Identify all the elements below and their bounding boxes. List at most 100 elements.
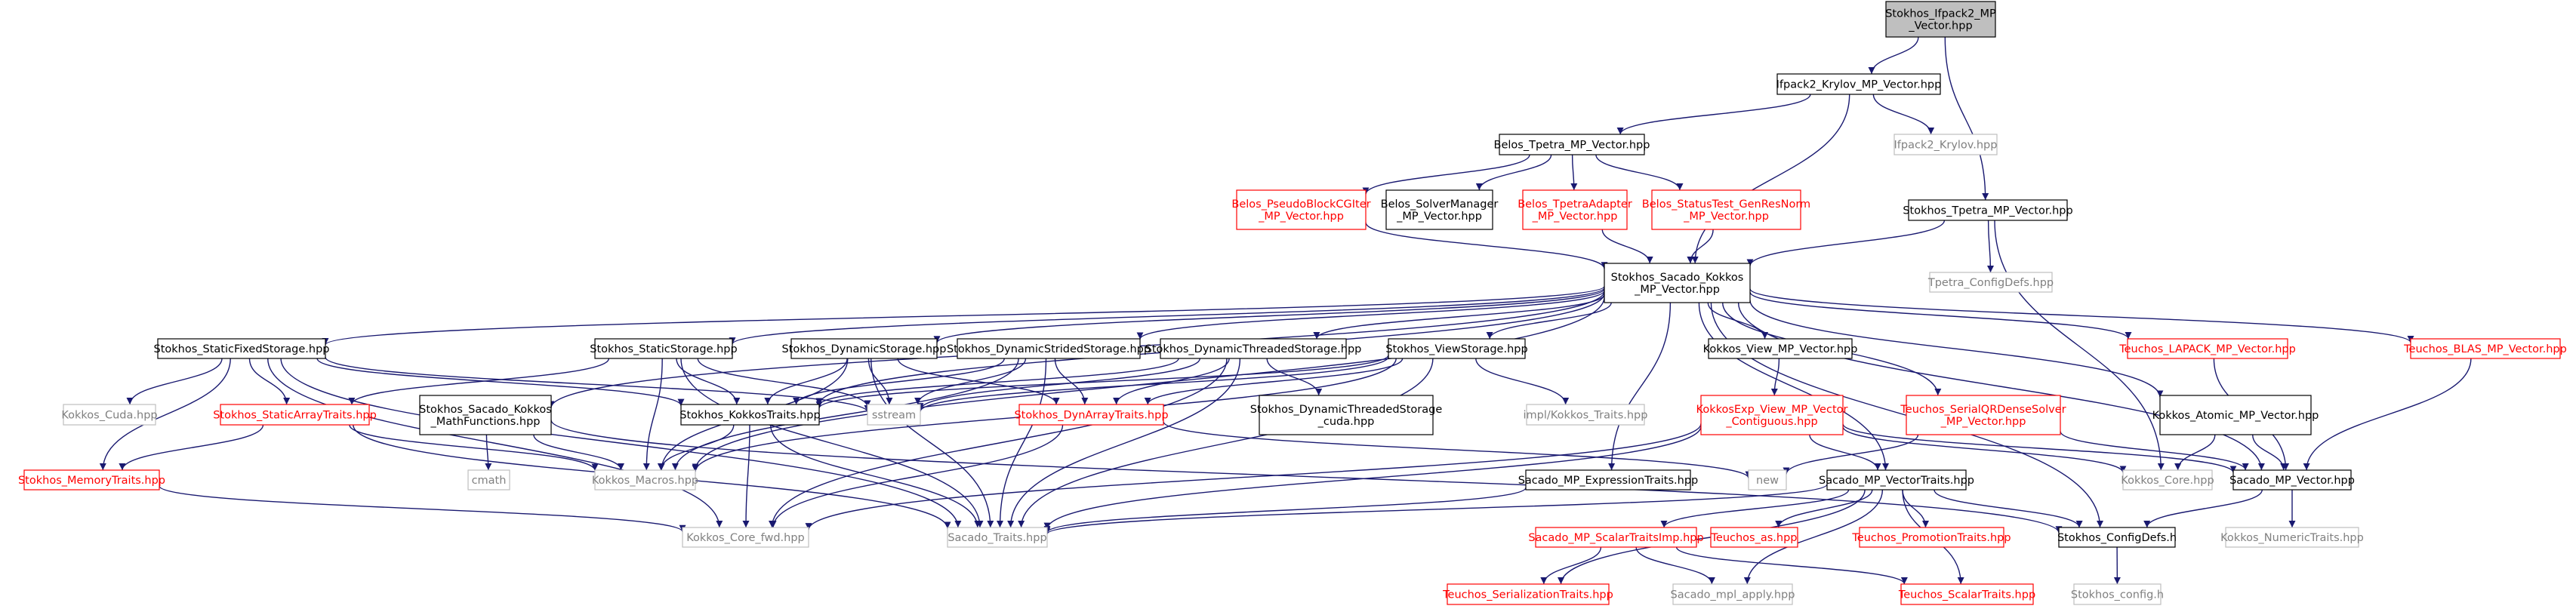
edge-dynamic_threaded-to-kokkos_traits	[815, 358, 1179, 406]
node-teuchos_scalartraits[interactable]: Teuchos_ScalarTraits.hpp	[1898, 583, 2035, 605]
node-box	[1160, 338, 1347, 359]
edge-belos_tpetraadapter-to-sacado_kokkos_mp	[1601, 229, 1653, 264]
node-tpetra_configdefs: Tpetra_ConfigDefs.hpp	[1927, 272, 2054, 293]
node-teuchos_serialization[interactable]: Teuchos_SerializationTraits.hpp	[1442, 583, 1613, 605]
edge-sacado_mp_vector_traits-to-stokhos_configdefs	[1934, 489, 2083, 528]
node-label-line: Kokkos_NumericTraits.hpp	[2220, 532, 2364, 544]
node-label-line: Stokhos_DynamicStridedStorage.hpp	[947, 343, 1151, 355]
edge-stokhos_tpetra_mp-to-tpetra_configdefs	[1986, 220, 1994, 273]
node-kokkos_numeric: Kokkos_NumericTraits.hpp	[2220, 527, 2364, 548]
node-static_array_traits[interactable]: Stokhos_StaticArrayTraits.hpp	[213, 404, 377, 426]
node-stokhos_tpetra_mp[interactable]: Stokhos_Tpetra_MP_Vector.hpp	[1903, 199, 2073, 221]
edge-sacado_kokkos_mp-to-sacado_mp_vector_traits	[1698, 302, 1889, 471]
edge-stokhos_tpetra_mp-to-kokkos_core	[1994, 220, 2165, 471]
edge-dynamic_threaded-to-sacado_traits	[1007, 358, 1241, 528]
node-label-line: Sacado_MP_Vector.hpp	[2229, 475, 2355, 487]
node-teuchos_as[interactable]: Teuchos_as.hpp	[1710, 527, 1798, 548]
node-teuchos_promotion[interactable]: Teuchos_PromotionTraits.hpp	[1851, 527, 2011, 548]
node-sacado_mp_vector[interactable]: Sacado_MP_Vector.hpp	[2229, 469, 2355, 491]
node-kokkos_traits[interactable]: Stokhos_KokkosTraits.hpp	[679, 404, 821, 426]
node-box	[1859, 527, 2004, 548]
node-label-line: Stokhos_config.h	[2071, 589, 2164, 601]
node-ifpack2_krylov_mp[interactable]: Ifpack2_Krylov_MP_Vector.hpp	[1776, 73, 1942, 95]
node-box	[2410, 338, 2561, 359]
node-label-line: Stokhos_DynamicThreadedStorage.hpp	[1145, 343, 1362, 355]
node-box	[594, 469, 696, 491]
node-static_fixed[interactable]: Stokhos_StaticFixedStorage.hpp	[154, 338, 330, 359]
node-label-line: Stokhos_StaticStorage.hpp	[590, 343, 737, 355]
node-box	[1651, 189, 1801, 230]
node-box	[2232, 469, 2352, 491]
edge-belos_statustest-to-sacado_kokkos_mp	[1687, 229, 1714, 264]
node-label-line: Kokkos_Core.hpp	[2121, 475, 2214, 487]
node-dynamic_threaded[interactable]: Stokhos_DynamicThreadedStorage.hpp	[1145, 338, 1362, 359]
node-box	[157, 338, 326, 359]
edge-dyn_array_traits-to-kokkos_core_fwd	[769, 424, 1064, 528]
node-view_storage[interactable]: Stokhos_ViewStorage.hpp	[1385, 338, 1528, 359]
node-sacado_kokkos_math[interactable]: Stokhos_Sacado_Kokkos_MathFunctions.hpp	[419, 395, 552, 435]
node-box	[1236, 189, 1367, 230]
node-box	[1018, 404, 1164, 426]
node-box	[1908, 199, 2068, 221]
node-belos_tpetra_mp[interactable]: Belos_Tpetra_MP_Vector.hpp	[1494, 134, 1650, 155]
node-dynamic_strided[interactable]: Stokhos_DynamicStridedStorage.hpp	[947, 338, 1151, 359]
node-label-line: _MP_Vector.hpp	[1532, 211, 1618, 223]
node-kokkos_atomic_mp[interactable]: Kokkos_Atomic_MP_Vector.hpp	[2152, 395, 2319, 435]
edge-root-to-stokhos_tpetra_mp	[1944, 36, 1989, 201]
node-box	[1672, 583, 1793, 605]
node-box	[867, 404, 921, 426]
node-teuchos_serialqr[interactable]: Teuchos_SerialQRDenseSolver_MP_Vector.hp…	[1900, 395, 2066, 435]
node-dyn_threaded_cuda[interactable]: Stokhos_DynamicThreadedStorage_cuda.hpp	[1250, 395, 1443, 435]
edge-view_storage-to-sacado_traits	[1018, 358, 1434, 528]
node-box	[2073, 583, 2162, 605]
node-belos_tpetraadapter[interactable]: Belos_TpetraAdapter_MP_Vector.hpp	[1518, 189, 1632, 230]
edge-sacado_kokkos_math-to-stokhos_configdefs	[550, 420, 2063, 534]
node-dyn_array_traits[interactable]: Stokhos_DynArrayTraits.hpp	[1014, 404, 1169, 426]
node-teuchos_blas_mp[interactable]: Teuchos_BLAS_MP_Vector.hpp	[2403, 338, 2567, 359]
node-box	[23, 469, 160, 491]
node-memory_traits[interactable]: Stokhos_MemoryTraits.hpp	[18, 469, 165, 491]
node-belos_statustest[interactable]: Belos_StatusTest_GenResNorm_MP_Vector.hp…	[1642, 189, 1810, 230]
node-belos_solvermanager[interactable]: Belos_SolverManager_MP_Vector.hpp	[1381, 189, 1499, 230]
node-sstream: sstream	[867, 404, 921, 426]
node-stokhos_configdefs[interactable]: Stokhos_ConfigDefs.h	[2057, 527, 2177, 548]
node-label-line: impl/Kokkos_Traits.hpp	[1524, 410, 1648, 422]
edge-belos_tpetra_mp-to-belos_tpetraadapter	[1570, 154, 1578, 191]
nodes-layer: Stokhos_Ifpack2_MP_Vector.hppIfpack2_Kry…	[18, 1, 2567, 605]
edge-dynamic_strided-to-sstream	[914, 358, 1027, 405]
node-teuchos_lapack_mp[interactable]: Teuchos_LAPACK_MP_Vector.hpp	[2118, 338, 2296, 359]
node-kokkos_view_mp[interactable]: Kokkos_View_MP_Vector.hpp	[1703, 338, 1858, 359]
node-label-line: Teuchos_SerializationTraits.hpp	[1442, 589, 1613, 601]
node-label-line: Stokhos_Tpetra_MP_Vector.hpp	[1903, 205, 2072, 217]
node-sacado_kokkos_mp[interactable]: Stokhos_Sacado_Kokkos_MP_Vector.hpp	[1604, 263, 1751, 303]
edge-static_storage-to-kokkos_traits	[676, 358, 741, 405]
node-label-line: _Vector.hpp	[1908, 20, 1972, 32]
node-root: Stokhos_Ifpack2_MP_Vector.hpp	[1885, 1, 1996, 38]
node-label-line: Sacado_MP_ExpressionTraits.hpp	[1518, 475, 1699, 487]
node-impl_kokkos_traits: impl/Kokkos_Traits.hpp	[1524, 404, 1648, 426]
edge-sacado_kokkos_mp-to-dynamic_strided	[1136, 290, 1605, 340]
node-label-line: Kokkos_Atomic_MP_Vector.hpp	[2152, 410, 2319, 422]
edge-sacado_kokkos_mp-to-sacado_mp_expr	[1608, 302, 1672, 471]
node-box	[1748, 469, 1787, 491]
edge-root-to-ifpack2_krylov_mp	[1868, 36, 1919, 75]
node-sacado_mp_vector_traits[interactable]: Sacado_MP_VectorTraits.hpp	[1819, 469, 1974, 491]
edge-teuchos_serialqr-to-sacado_mp_vector	[2060, 431, 2249, 471]
node-label-line: Teuchos_LAPACK_MP_Vector.hpp	[2118, 343, 2296, 355]
edge-kokkosexp_view-to-kokkos_core	[1842, 426, 2127, 473]
node-sacado_mp_scalartraitsimp[interactable]: Sacado_MP_ScalarTraitsImp.hpp	[1528, 527, 1704, 548]
edge-sacado_kokkos_mp-to-static_fixed	[322, 285, 1605, 346]
node-box	[1885, 1, 1996, 38]
edge-dynamic_storage-to-dyn_array_traits	[897, 358, 1060, 405]
node-box	[2122, 469, 2213, 491]
edge-dynamic_threaded-to-dyn_threaded_cuda	[1266, 358, 1323, 396]
edge-kokkosexp_view-to-sacado_traits	[1043, 426, 1702, 530]
edge-dynamic_strided-to-kokkos_traits	[793, 358, 1005, 405]
node-box	[957, 338, 1141, 359]
node-dynamic_storage[interactable]: Stokhos_DynamicStorage.hpp	[782, 338, 947, 359]
node-static_storage[interactable]: Stokhos_StaticStorage.hpp	[590, 338, 738, 359]
node-sacado_mp_expr[interactable]: Sacado_MP_ExpressionTraits.hpp	[1518, 469, 1699, 491]
edge-belos_tpetra_mp-to-belos_statustest	[1595, 154, 1684, 191]
node-kokkosexp_view[interactable]: KokkosExp_View_MP_Vector_Contiguous.hpp	[1696, 395, 1848, 435]
node-belos_pseudoblock[interactable]: Belos_PseudoBlockCGIter_MP_Vector.hpp	[1231, 189, 1371, 230]
